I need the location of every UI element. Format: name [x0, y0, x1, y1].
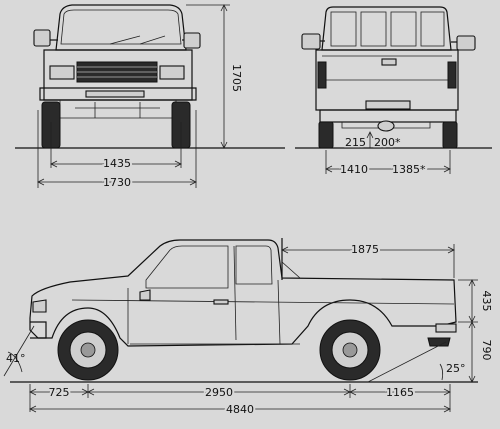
rear-clearance-alt-label: 200* — [374, 136, 401, 149]
front-view-labels: 1705 1435 1730 — [101, 64, 243, 191]
floor-height-label: 790 — [480, 340, 493, 361]
front-overhang-label: 725 — [49, 386, 70, 399]
rear-view — [295, 6, 492, 174]
departure-angle-label: 25° — [446, 362, 466, 375]
wheelbase-label: 2950 — [205, 386, 233, 399]
side-view — [3, 238, 478, 413]
rear-track-label: 1410 — [340, 163, 368, 176]
front-track-label: 1435 — [103, 157, 131, 170]
bed-height-label: 435 — [480, 291, 493, 312]
rear-track-alt-label: 1385* — [392, 163, 426, 176]
front-view — [15, 4, 285, 188]
bed-length-label: 1875 — [351, 243, 379, 256]
rear-overhang-label: 1165 — [386, 386, 414, 399]
rear-clearance-label: 215 — [345, 136, 366, 149]
rear-view-labels: 215 200* 1410 1385* — [338, 135, 428, 179]
overall-length-label: 4840 — [226, 403, 254, 416]
approach-angle-label: 41° — [6, 352, 26, 365]
side-view-labels: 1875 435 790 41° 25° 725 2950 1165 4840 — [6, 241, 493, 418]
front-width-label: 1730 — [103, 176, 131, 189]
front-height-label: 1705 — [230, 64, 243, 92]
